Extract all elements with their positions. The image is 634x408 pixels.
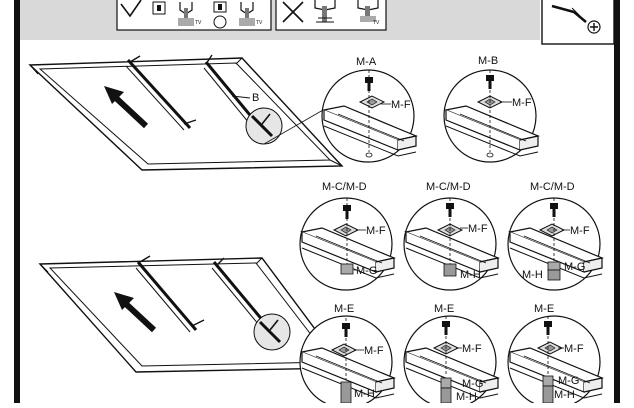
- compatible-parts-box: TV TV: [116, 0, 272, 31]
- spacer-h: [542, 385, 554, 404]
- detail-m-e-spacer-gh: M-E M-F M-G M-H: [403, 303, 499, 408]
- tv-label: TV: [373, 20, 380, 26]
- spacer-label-h: M-H: [554, 389, 575, 401]
- washer-label: M-F: [366, 225, 386, 237]
- tv-back-panel-top: B: [28, 54, 344, 171]
- detail-m-e-spacer-h: M-E M-F M-H: [299, 303, 395, 408]
- tv-label: TV: [195, 20, 202, 26]
- spacer-h: [443, 263, 457, 277]
- screw-label-m-a: M-A: [356, 56, 377, 68]
- right-frame-bar: [614, 0, 620, 403]
- screw-label-m-e: M-E: [334, 303, 354, 315]
- spacer-stack-icon: [213, 1, 227, 29]
- detail-m-cd-spacer-h: M-C/M-D M-F M-H: [403, 181, 499, 291]
- spacer-h: [440, 387, 452, 404]
- spacer-label-g: M-G: [564, 261, 585, 273]
- small-screw-icon: [152, 1, 166, 15]
- mount-rail-left: [126, 58, 192, 130]
- tv-back-panel-bottom: [38, 255, 346, 373]
- spacer-label-g: M-G: [558, 375, 579, 387]
- screw-label-m-cd: M-C/M-D: [322, 181, 367, 193]
- slide-direction-arrow: [123, 301, 157, 333]
- spacer-g: [440, 377, 452, 389]
- checkmark-icon: [120, 0, 142, 18]
- spacer-g: [542, 375, 554, 387]
- washer-label: M-F: [364, 345, 384, 357]
- spacer-g: [340, 263, 354, 275]
- spacer-h: [340, 381, 352, 404]
- tv-bolt-spacer-icon: TV: [239, 2, 263, 26]
- detail-m-cd-spacer-g: M-C/M-D M-F M-G: [299, 181, 395, 291]
- spacer-label-g: M-G: [356, 265, 377, 277]
- bracket-label: B: [252, 92, 259, 104]
- washer-label: M-F: [462, 343, 482, 355]
- screw-label-m-cd: M-C/M-D: [530, 181, 575, 193]
- spacer-label-h: M-H: [354, 388, 375, 400]
- washer-label: M-F: [468, 223, 488, 235]
- detail-m-e-spacer-gh-alt: M-E M-F M-G M-H: [507, 303, 603, 408]
- washer-label: M-F: [512, 97, 532, 109]
- spacer-label-h: M-H: [522, 269, 543, 281]
- screw-label-m-cd: M-C/M-D: [426, 181, 471, 193]
- washer-label: M-F: [564, 343, 584, 355]
- mount-rail-left: [136, 261, 198, 331]
- detail-m-b: M-B M-F: [443, 55, 539, 163]
- washer-label: M-F: [391, 99, 411, 111]
- detail-m-cd-spacer-gh: M-C/M-D M-F M-G M-H: [507, 181, 603, 291]
- phillips-screwdriver-icon: [551, 4, 601, 34]
- screw-label-m-b: M-B: [478, 55, 498, 67]
- tv-label: TV: [256, 20, 263, 26]
- spacer-label-h: M-H: [456, 391, 477, 403]
- screw-label-m-e: M-E: [434, 303, 454, 315]
- washer-label: M-F: [570, 225, 590, 237]
- bracket-bolt-tv-icon: TV: [357, 0, 380, 26]
- screw-label-m-e: M-E: [534, 303, 554, 315]
- tool-box: [541, 0, 615, 45]
- detail-m-a: M-A M-F: [321, 56, 417, 163]
- spacer-g: [547, 261, 561, 271]
- left-frame-bar: [14, 0, 20, 403]
- spacer-h: [547, 269, 561, 281]
- bracket-bolt-icon: [314, 0, 336, 23]
- slide-direction-arrow: [113, 95, 149, 129]
- spacer-label-h: M-H: [460, 269, 481, 281]
- cross-icon: [282, 1, 304, 23]
- incompatible-parts-box: TV: [275, 0, 387, 31]
- tv-bolt-icon: TV: [178, 2, 202, 26]
- spacer-label-g: M-G: [462, 378, 483, 390]
